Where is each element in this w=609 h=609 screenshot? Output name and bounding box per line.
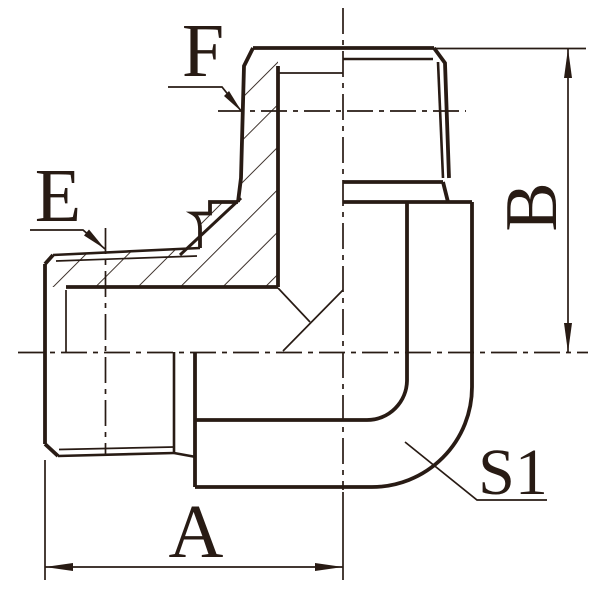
top-stud-right-edge [432,46,451,179]
label-corner-s1: S1 [478,436,548,509]
flange-cone-section-line [178,196,243,257]
dim-a-arrow-left [45,563,73,571]
bore-lines [66,66,409,422]
thread-details [52,57,445,459]
top-stud-left-edge [236,47,255,203]
bore-right-wall-and-bottom [195,202,409,422]
dimension-b [434,47,586,353]
dim-a-arrow-right [315,563,343,571]
dim-b-arrow-top [564,48,572,78]
dimension-a [44,460,344,580]
body-right-edge-and-corner [195,202,474,489]
section-hatch-region [45,48,278,287]
body-left-step-profile [185,200,238,248]
top-flange-chamfer [441,181,450,203]
left-end-chamfer-top [43,253,55,266]
drill-cone-line-2 [282,289,344,352]
centerlines [18,8,588,490]
drill-cone-line-1 [277,287,311,323]
label-top-thread-f: F [182,9,224,93]
dim-b-arrow-bottom [564,323,572,353]
leader-e-arrowhead [84,229,105,249]
left-thread-root-top [55,255,198,262]
body-outline [43,46,474,489]
label-dimension-b: B [491,182,573,231]
label-side-thread-e: E [35,154,81,238]
leaders [30,86,547,501]
leader-s1 [404,441,547,501]
left-thread-root-bottom [58,446,175,451]
left-flange-underside [173,451,197,459]
left-thread-crest-bottom [57,451,175,458]
left-end-chamfer-bottom [43,442,60,458]
leader-f-arrowhead [224,91,242,112]
labels: F E A B S1 [35,9,573,574]
top-thread-root-right [436,61,445,179]
label-dimension-a: A [169,490,224,574]
left-thread-crest-top [52,246,201,257]
